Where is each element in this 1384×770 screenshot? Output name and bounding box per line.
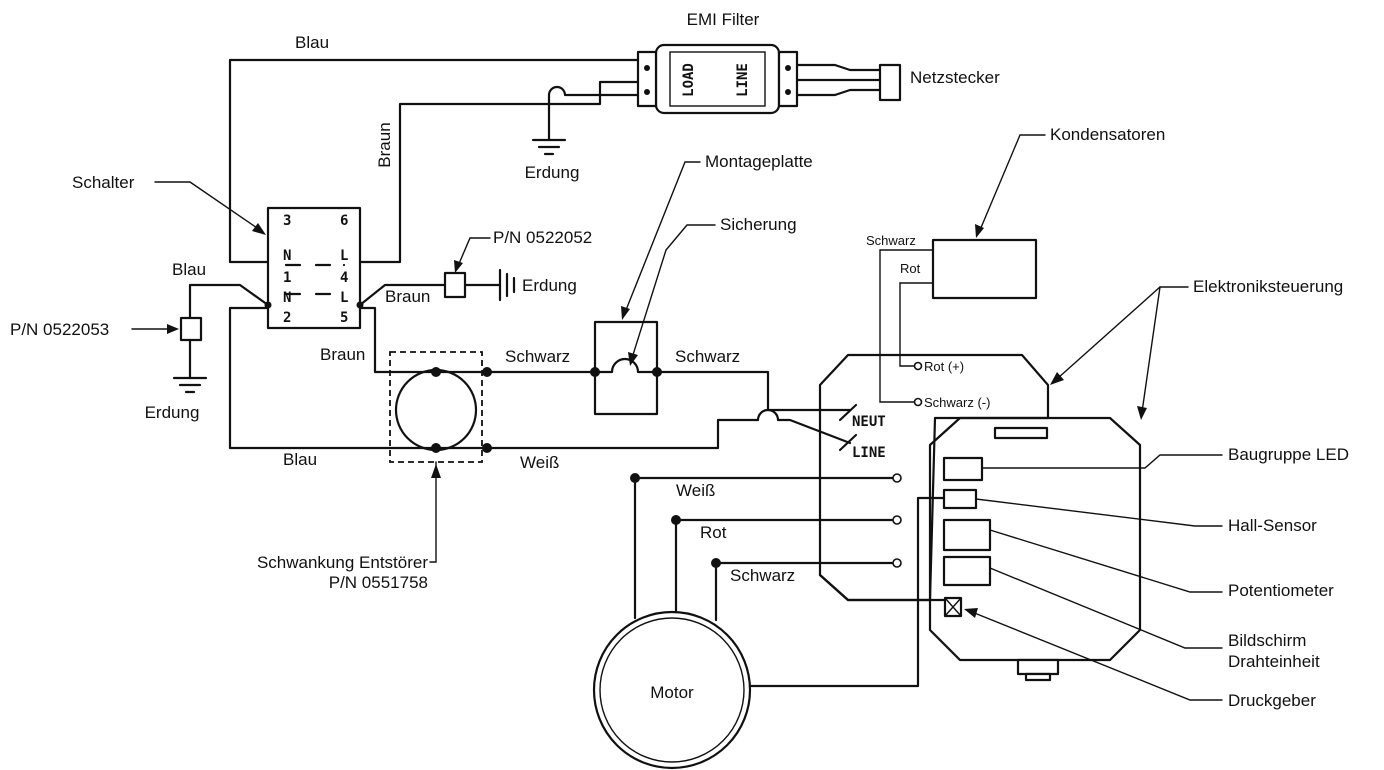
erdung-top-label: Erdung [525,163,580,182]
kondensatoren-label: Kondensatoren [1050,125,1165,144]
blau-bottom-label: Blau [283,450,317,469]
switch-terminal-2: 2 [283,310,291,326]
pn-0522052-label: P/N 0522052 [493,228,592,247]
kondensatoren-box [931,238,1038,300]
neut-label: NEUT [852,414,886,430]
baugruppe-led-label: Baugruppe LED [1228,445,1349,464]
sicherung-fuse [590,320,662,416]
erdung-left-label: Erdung [145,403,200,422]
inner-control-board [928,416,1142,662]
wire-blau-bottom [228,306,489,450]
line-label: LINE [852,445,886,461]
schalter-switch: 3 6 N L 1 4 N L 2 5 [266,206,362,330]
switch-terminal-4: 4 [340,270,348,286]
potentiometer-block [942,518,992,552]
wire-blau-top [228,58,640,264]
braun-vertical-label: Braun [375,122,394,167]
schwarz-minus-label: Schwarz (-) [924,395,990,410]
switch-terminal-l-bot: L [340,290,348,306]
netzstecker-plug [795,63,902,102]
switch-terminal-6: 6 [340,213,348,229]
schalter-label: Schalter [72,173,135,192]
motor [592,610,752,770]
bildschirm-block [942,555,992,587]
led-block [942,456,984,482]
schwankung-label: Schwankung Entstörer [257,553,428,572]
filter-line-label: LINE [735,63,751,97]
motor-schwarz-label: Schwarz [730,566,795,585]
wire-weiss-1 [485,408,852,450]
netzstecker-label: Netzstecker [910,68,1000,87]
blau-left-label: Blau [172,260,206,279]
wire-schwarz-2 [655,370,852,412]
schwarz-2-label: Schwarz [675,347,740,366]
sicherung-label: Sicherung [720,215,797,234]
wire-braun-vertical [358,80,640,264]
motor-label: Motor [650,683,694,702]
filter-load-label: LOAD [681,63,697,97]
switch-terminal-l-top: L [340,248,348,264]
hall-sensor-block [942,488,978,510]
schwankung-entstoerer [389,351,492,463]
schalter-pointer [154,181,261,231]
switch-terminal-n-top: N [283,248,291,264]
motor-rot-label: Rot [700,523,727,542]
cap-rot-label: Rot [900,261,921,276]
emi-filter-label: EMI Filter [687,10,760,29]
wire-braun-low [358,306,489,374]
pn-0522053-block [179,316,203,342]
cap-schwarz-label: Schwarz [866,233,916,248]
bildschirm-label: Bildschirm [1228,631,1306,650]
emi-filter: LOAD LINE [636,43,799,115]
elektroniksteuerung-board [818,353,1050,602]
switch-terminal-1: 1 [283,270,291,286]
weiss-1-label: Weiß [520,453,559,472]
braun-mid-label: Braun [385,287,430,306]
hall-sensor-label: Hall-Sensor [1228,516,1317,535]
wire-blau-left [188,283,270,320]
drahteinheit-label: Drahteinheit [1228,652,1320,671]
schwankung-pn-label: P/N 0551758 [329,573,428,592]
erdung-mid-label: Erdung [522,276,577,295]
motor-weiss-label: Weiß [676,481,715,500]
blau-top-label: Blau [295,33,329,52]
rot-plus-label: Rot (+) [924,359,964,374]
switch-terminal-3: 3 [283,213,291,229]
braun-low-label: Braun [320,345,365,364]
pn-0522053-label: P/N 0522053 [10,320,109,339]
pn-0522052-block [443,271,467,299]
potentiometer-label: Potentiometer [1228,581,1334,600]
switch-terminal-n-bot: N [283,290,291,306]
schwarz-1-label: Schwarz [505,347,570,366]
elektroniksteuerung-label: Elektroniksteuerung [1193,277,1343,296]
wire-braun-mid [358,283,447,307]
druckgeber-label: Druckgeber [1228,691,1316,710]
ground-symbol-top [531,85,640,156]
montageplatte-label: Montageplatte [705,152,813,171]
switch-terminal-5: 5 [340,310,348,326]
druckgeber-block [943,596,963,618]
